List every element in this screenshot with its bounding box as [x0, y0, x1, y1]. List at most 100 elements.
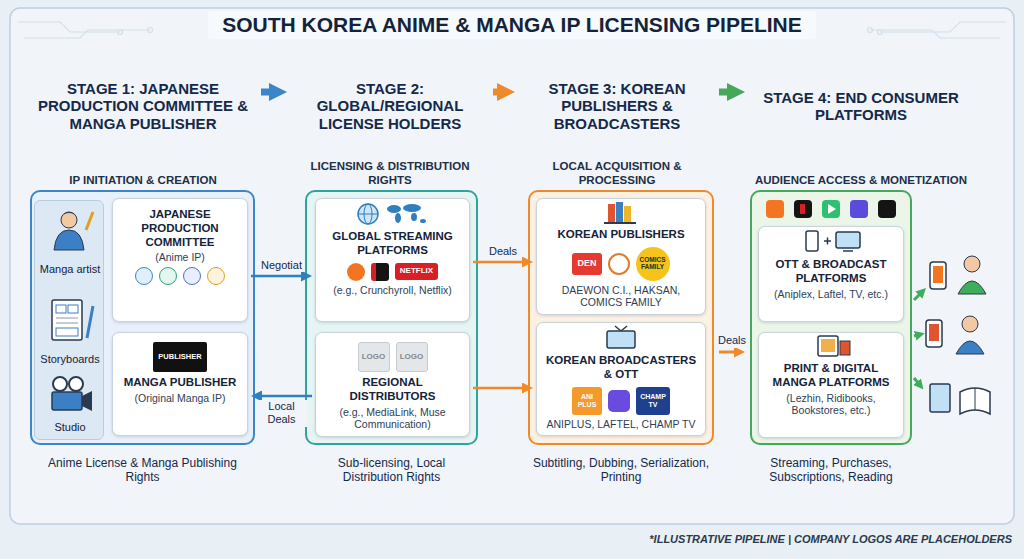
globe-icon: [364, 204, 372, 224]
rights-holder-box: PUBLISHERMANGA PUBLISHER(Original Manga …: [112, 332, 248, 436]
artist-icon: [61, 212, 77, 228]
platform-box: PRINT & DIGITAL MANGA PLATFORMS(Lezhin, …: [758, 332, 904, 438]
text-holder: SOUTH KOREA ANIME & MANGA IP LICENSING P…: [0, 11, 1024, 39]
circuit-pattern: [24, 30, 150, 38]
studio-icon: [52, 377, 92, 411]
box-detail: DAEWON C.I., HAKSAN, COMICS FAMILY: [542, 284, 700, 309]
box-detail: (e.g., MediaLink, Muse Communication): [321, 406, 464, 431]
box-title: MANGA PUBLISHER: [124, 376, 237, 390]
consumer-icons: [962, 316, 978, 332]
world-map-icon: [387, 204, 426, 223]
consumer-icons: [930, 262, 946, 289]
box-title: KOREAN BROADCASTERS & OTT: [542, 354, 700, 382]
logo-row: LOGOLOGO: [358, 342, 428, 372]
storyboard-icon: [56, 323, 78, 324]
logo-row: ANI PLUS CHAMP TV: [572, 387, 670, 415]
stage-column: GLOBAL STREAMING PLATFORMSNETFLIX(e.g., …: [290, 52, 490, 492]
text-holder: AUDIENCE ACCESS & MONETIZATION: [748, 156, 974, 188]
artist-icon: [54, 212, 93, 250]
books-icon: [624, 206, 631, 222]
box-title: JAPANESE PRODUCTION COMMITTEE: [118, 208, 242, 249]
text-holder: Negotiat: [259, 259, 304, 272]
platform-logo-row: [850, 200, 868, 218]
storyboard-icon: [52, 300, 93, 340]
box-detail: (Lezhin, Ridibooks, Bookstores, etc.): [764, 392, 898, 417]
stage-heading: STAGE 2: GLOBAL/REGIONAL LICENSE HOLDERS: [294, 80, 486, 132]
stage-subheading: AUDIENCE ACCESS & MONETIZATION: [755, 174, 967, 188]
flow-arrow: [261, 89, 274, 96]
consumer-icons: [975, 388, 976, 410]
logo-label: CHAMP TV: [636, 387, 670, 415]
globe-icon: [358, 204, 378, 224]
text-holder: Deals: [487, 245, 519, 258]
box-detail: (Anime IP): [155, 251, 205, 264]
text-holder: IP INITIATION & CREATION: [28, 156, 258, 188]
platform-logo-row: [878, 200, 896, 218]
phone-tv-icon: [824, 238, 831, 245]
edge-label: Local Deals: [257, 400, 307, 426]
platform-logo-row: [828, 204, 836, 214]
tv-icon: [621, 326, 627, 331]
storyboard-icon: [87, 306, 93, 338]
tv-icon: [607, 326, 635, 348]
books-icon: [604, 222, 636, 224]
stage-footer: Anime License & Manga Publishing Rights: [34, 456, 251, 485]
stage-column: Manga artistStoryboardsStudioJAPANESE PR…: [28, 52, 258, 492]
logo-row: DENCOMICS FAMILY: [572, 247, 669, 281]
tv-icon: [615, 326, 621, 331]
consumer-icons: [926, 256, 990, 414]
text-holder: LICENSING & DISTRIBUTION RIGHTS: [290, 156, 490, 188]
phone-tv-icon: [843, 250, 853, 252]
logo-label: ANI PLUS: [572, 387, 602, 415]
logo-mark: [371, 263, 389, 281]
consumer-icons: [960, 388, 990, 414]
platform-logo-row: [822, 200, 840, 218]
storyboard-icon: [68, 305, 78, 313]
consumer-icons: [958, 281, 986, 294]
circuit-pattern: [148, 28, 153, 33]
text-holder: Local Deals: [257, 400, 307, 426]
text-holder: STAGE 4: END CONSUMER PLATFORMS: [748, 56, 974, 156]
globe-icon: [358, 204, 378, 224]
logo-mark: [347, 263, 365, 281]
text-holder: Deals: [716, 334, 748, 347]
text-holder: Studio: [35, 421, 105, 434]
platform-logo-row: [800, 204, 805, 214]
storyboard-icon: [56, 328, 78, 336]
stage-heading: STAGE 1: JAPANESE PRODUCTION COMMITTEE &…: [32, 80, 254, 132]
korean-partner-box: KOREAN BROADCASTERS & OTT ANI PLUS CHAMP T…: [536, 322, 706, 436]
platform-box: OTT & BROADCAST PLATFORMS(Aniplex, Lafte…: [758, 226, 904, 322]
box-detail: ANIPLUS, LAFTEL, CHAMP TV: [547, 418, 696, 431]
logo-mark: [608, 390, 630, 412]
logo-row: NETFLIX: [347, 263, 438, 281]
storyboard-icon: [52, 300, 82, 340]
text-holder: LOCAL ACQUISITION & PROCESSING: [518, 156, 716, 188]
stage-footer: Streaming, Purchases, Subscriptions, Rea…: [754, 456, 908, 485]
globe-icon: [358, 214, 378, 215]
edge-label: Deals: [716, 334, 748, 347]
box-title: OTT & BROADCAST PLATFORMS: [764, 258, 898, 286]
text-holder: STAGE 2: GLOBAL/REGIONAL LICENSE HOLDERS: [290, 56, 490, 156]
logo-mark: [135, 267, 153, 285]
creator-label: Studio: [54, 421, 85, 434]
world-map-icon: [403, 204, 421, 212]
books-icon: [608, 204, 615, 222]
consumer-icons: [964, 256, 980, 272]
consumer-icons: [956, 341, 984, 354]
stage-subheading: LOCAL ACQUISITION & PROCESSING: [522, 160, 712, 188]
studio-icon: [69, 377, 83, 391]
text-holder: Manga artist: [35, 263, 105, 276]
consumer-icons: [933, 266, 943, 283]
flow-arrow: [473, 387, 525, 390]
footnote: *ILLUSTRATIVE PIPELINE | COMPANY LOGOS A…: [649, 533, 1012, 545]
box-detail: (e.g., Crunchyroll, Netflix): [333, 284, 451, 297]
platform-logo-row: [766, 200, 896, 218]
stage-heading: STAGE 4: END CONSUMER PLATFORMS: [752, 89, 970, 124]
logo-label: COMICS FAMILY: [636, 247, 670, 281]
license-holder-box: LOGOLOGOREGIONAL DISTRIBUTORS(e.g., Medi…: [315, 332, 470, 437]
logo-mark: [608, 253, 630, 275]
tablet-icon: [818, 336, 838, 356]
storyboard-icon: [56, 305, 66, 313]
tablet-icon: [840, 341, 850, 355]
edge-label: Negotiat: [259, 259, 304, 272]
